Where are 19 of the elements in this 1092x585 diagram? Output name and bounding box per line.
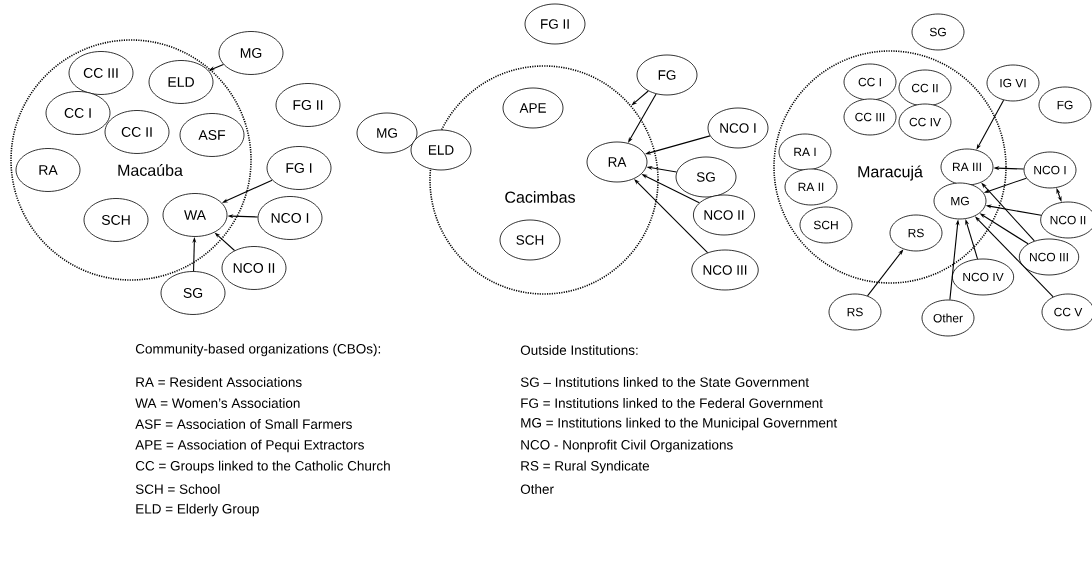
legend-text: Community-based organizations (CBOs): xyxy=(135,343,381,357)
legend-text: ASF = Association of Small Farmers xyxy=(135,419,352,429)
legend-text: CC = Groups linked to the Catholic Church xyxy=(135,460,390,474)
legend-text: RS = Rural Syndicate xyxy=(521,460,650,474)
legend-text: WA = Women’s Association xyxy=(135,398,300,408)
legend-text: APE = Association of Pequi Extractors xyxy=(135,439,364,453)
legend-text: ELD = Elderly Group xyxy=(136,503,259,517)
community-name: Cacimbas xyxy=(505,191,575,203)
legend-text: SCH = School xyxy=(135,484,220,494)
legend-text: Outside Institutions: xyxy=(520,345,638,355)
community-name: Maracujá xyxy=(858,165,923,181)
arrow xyxy=(866,249,904,297)
legend-text: NCO - Nonprofit Civil Organizations xyxy=(521,439,733,453)
legend-text: RA = Resident Associations xyxy=(136,377,302,387)
legend-text: Other xyxy=(520,484,554,494)
legend-text: FG = Institutions linked to the Federal Government xyxy=(521,398,823,408)
legend-text: MG = Institutions linked to the Municipal Government xyxy=(521,417,838,431)
legend-text: SG – Institutions linked to the State Government xyxy=(520,377,809,387)
community-name: Macaúba xyxy=(118,164,183,176)
